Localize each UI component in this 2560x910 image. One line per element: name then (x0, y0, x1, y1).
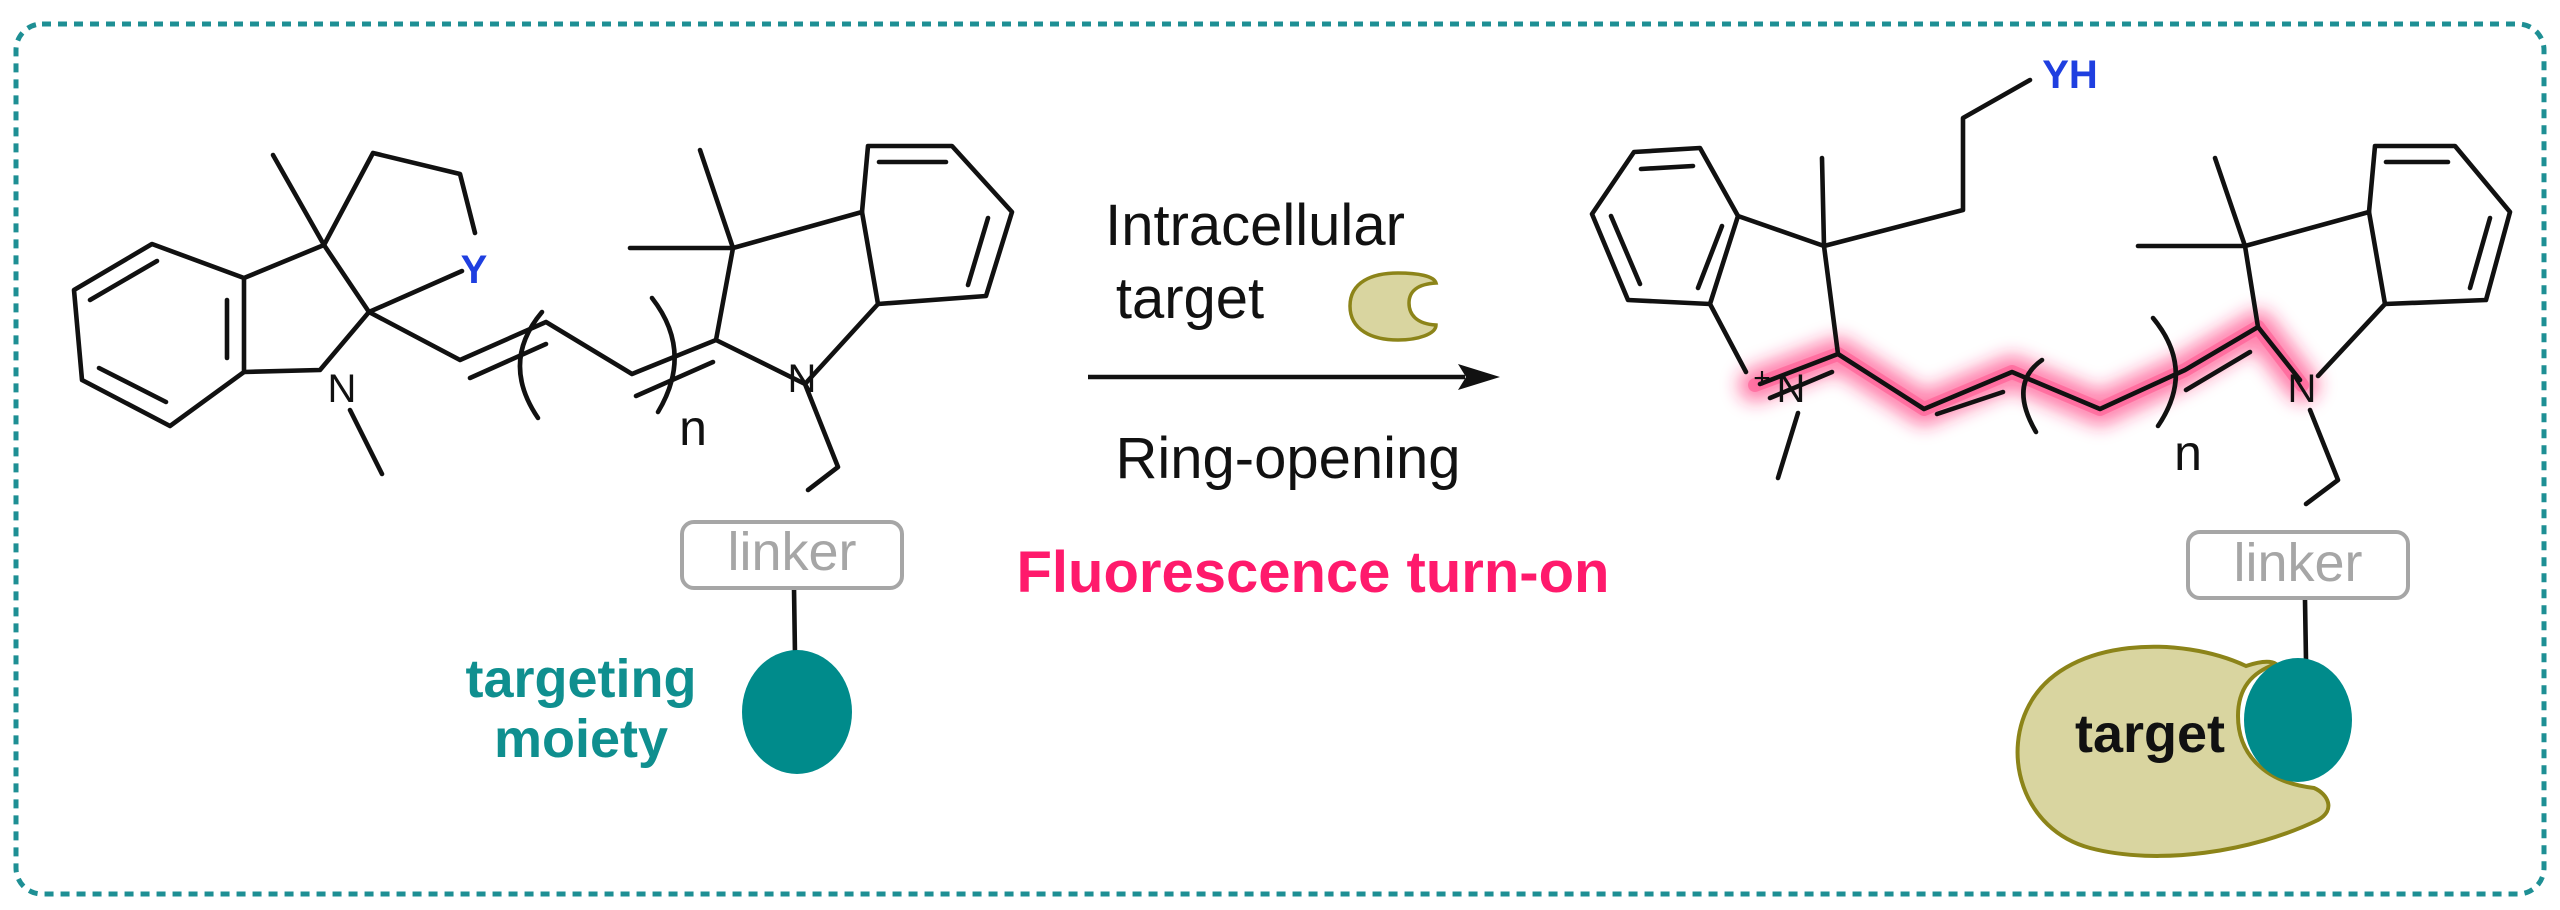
reaction-arrow-head (1458, 364, 1500, 390)
bound-targeting-moiety (2244, 658, 2352, 782)
linker-box-right (2186, 530, 2410, 600)
ring-opened-dye-molecule: YH + N N n linker target (1589, 53, 2513, 858)
targeting-moiety-label-line1: targeting (465, 649, 696, 709)
linker-box (680, 520, 904, 590)
linker-label-right: linker (2233, 533, 2362, 593)
protein-target-shape (2015, 644, 2331, 858)
scheme-frame (13, 21, 2547, 897)
left-bracket-close (649, 295, 677, 415)
positive-charge-label: + (1753, 362, 1771, 395)
condition-line2: target (1116, 266, 1264, 331)
targeting-moiety-label-line2: moiety (494, 709, 668, 769)
right-molecule-bonds (1589, 77, 2513, 663)
left-molecule-bonds (71, 143, 1015, 658)
targeting-moiety-shape (742, 650, 852, 774)
process-label: Ring-opening (1115, 426, 1460, 491)
condition-line1: Intracellular (1105, 193, 1405, 258)
indolenine-nitrogen-label-right: N (2288, 367, 2317, 411)
right-bracket-open (2021, 357, 2045, 435)
thiol-group-label: YH (2042, 53, 2098, 97)
left-bracket-open (517, 309, 545, 421)
spirocyclic-dye-molecule: Y N N n linker targeting moiety (71, 143, 1015, 774)
hetero-atom-label: Y (461, 248, 488, 292)
indoline-nitrogen-label: N (328, 367, 357, 411)
outcome-label: Fluorescence turn-on (1017, 540, 1610, 605)
indolenine-nitrogen-label: N (788, 357, 817, 401)
intracellular-target-icon (1348, 271, 1439, 342)
repeat-index-label: n (679, 400, 707, 456)
target-label: target (2075, 704, 2225, 764)
right-bracket-close (2150, 315, 2179, 429)
reaction-conditions: Intracellular target Ring-opening Fluore… (1017, 193, 1610, 605)
cationic-nitrogen-label: N (1777, 367, 1806, 411)
repeat-index-label-right: n (2174, 425, 2202, 481)
linker-label: linker (727, 522, 856, 582)
